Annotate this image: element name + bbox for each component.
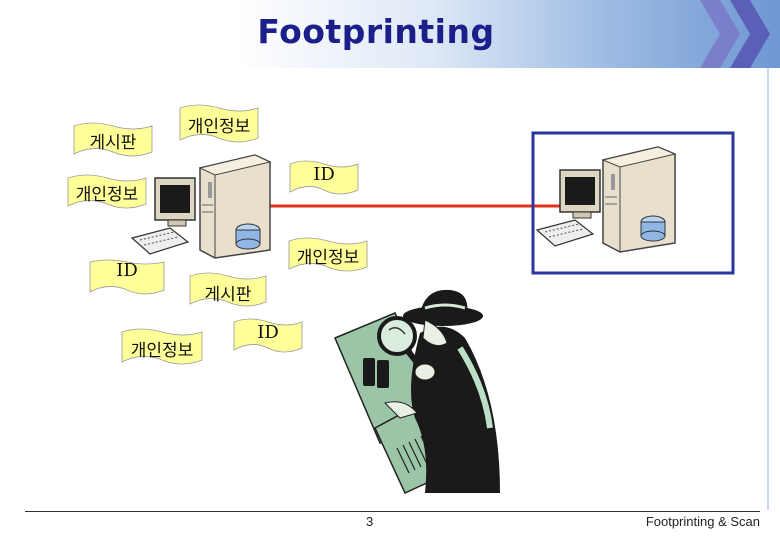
source-computer-icon (130, 150, 280, 260)
note-personal-info-1: 개인정보 (178, 102, 260, 146)
note-label: ID (88, 260, 166, 281)
note-label: ID (288, 164, 360, 185)
note-personal-info-3: 개인정보 (287, 235, 369, 275)
page-number: 3 (366, 514, 373, 529)
note-personal-info-2: 개인정보 (66, 172, 148, 212)
note-board-1: 게시판 (72, 120, 154, 160)
footer-title: Footprinting & Scan (646, 514, 760, 529)
note-label: 개인정보 (120, 336, 204, 361)
note-id-1: ID (288, 158, 360, 198)
target-computer-icon (535, 140, 685, 255)
note-label: 개인정보 (66, 180, 148, 205)
note-id-3: ID (232, 316, 304, 356)
note-personal-info-4: 개인정보 (120, 326, 204, 368)
note-label: ID (232, 322, 304, 343)
note-id-2: ID (88, 258, 166, 298)
note-label: 개인정보 (178, 112, 260, 137)
note-label: 게시판 (188, 280, 268, 305)
note-label: 게시판 (72, 128, 154, 153)
note-board-2: 게시판 (188, 270, 268, 310)
footer-rule (25, 511, 760, 512)
spy-detective-icon (325, 278, 525, 503)
note-label: 개인정보 (287, 243, 369, 268)
